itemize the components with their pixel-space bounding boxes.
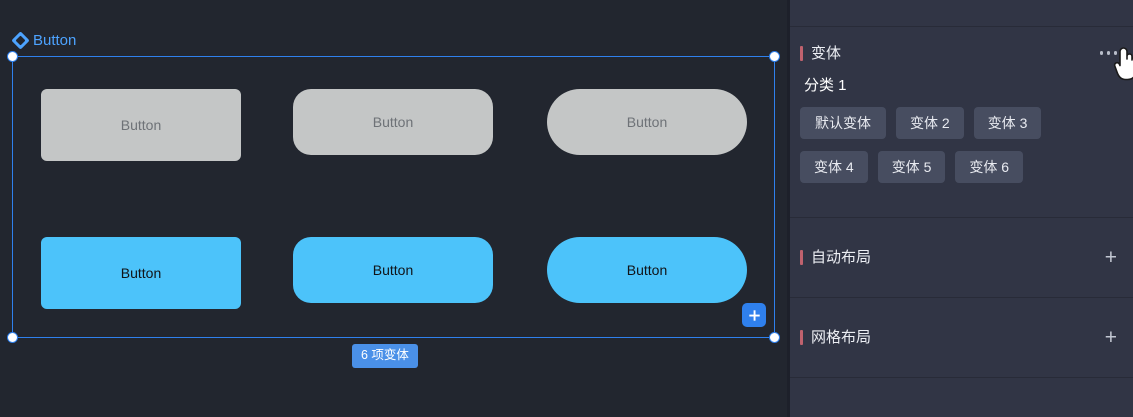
component-label: Button [11,31,77,50]
grid-layout-title: 网格布局 [811,329,872,346]
button-row-blue: Button Button Button [41,237,747,309]
variant-section-header: 变体 [790,28,1133,78]
grid-layout-section: 网格布局 + [790,298,1133,378]
grid-layout-header: 网格布局 + [790,298,1133,377]
plus-icon [748,309,760,321]
properties-panel: 变体 分类 1 默认变体 变体 2 变体 3 变体 4 变体 5 [790,0,1133,417]
auto-layout-title: 自动布局 [811,249,872,266]
resize-handle-top-left[interactable] [7,51,18,62]
variant-category-label: 分类 1 [804,77,847,94]
design-canvas[interactable]: Button Button Button Button Button Butto… [0,0,787,417]
panel-top-strip [790,0,1133,27]
panel-divider [787,0,790,417]
add-variant-button[interactable] [742,303,766,327]
variant-chip-4[interactable]: 变体 4 [800,151,868,183]
diamond-component-icon [11,31,30,50]
canvas-button-4[interactable]: Button [41,237,241,309]
variant-section: 变体 分类 1 默认变体 变体 2 变体 3 变体 4 变体 5 [790,28,1133,218]
variant-chip-default[interactable]: 默认变体 [800,107,886,139]
canvas-button-2[interactable]: Button [293,89,493,155]
selection-frame[interactable] [7,51,780,343]
variant-body: 分类 1 默认变体 变体 2 变体 3 变体 4 变体 5 变体 6 [790,78,1133,217]
variant-chip-5[interactable]: 变体 5 [877,151,946,183]
variant-chip-6[interactable]: 变体 6 [955,151,1024,183]
add-auto-layout-icon[interactable]: + [1104,246,1117,269]
resize-handle-top-right[interactable] [769,51,780,62]
section-accent-bar [800,45,803,61]
canvas-button-5[interactable]: Button [293,237,493,303]
canvas-button-3[interactable]: Button [547,89,747,155]
resize-handle-bottom-left[interactable] [7,332,18,343]
variant-chip-row-2: 变体 4 变体 5 变体 6 [800,151,1123,183]
canvas-button-1[interactable]: Button [41,89,241,161]
section-accent-bar [800,330,803,345]
resize-handle-bottom-right[interactable] [769,332,780,343]
variant-count-badge: 6 项变体 [352,344,418,368]
variant-chip-row-1: 默认变体 变体 2 变体 3 [800,107,1123,139]
add-grid-layout-icon[interactable]: + [1104,326,1117,349]
canvas-button-6[interactable]: Button [547,237,747,303]
variant-chip-3[interactable]: 变体 3 [973,107,1042,139]
auto-layout-section: 自动布局 + [790,218,1133,298]
variant-chip-2[interactable]: 变体 2 [896,107,964,139]
more-horizontal-icon[interactable] [1098,45,1120,61]
auto-layout-header: 自动布局 + [790,218,1133,297]
variant-section-title: 变体 [811,44,842,62]
section-accent-bar [800,250,803,265]
button-row-gray: Button Button Button [41,89,747,161]
component-label-text: Button [33,32,77,49]
